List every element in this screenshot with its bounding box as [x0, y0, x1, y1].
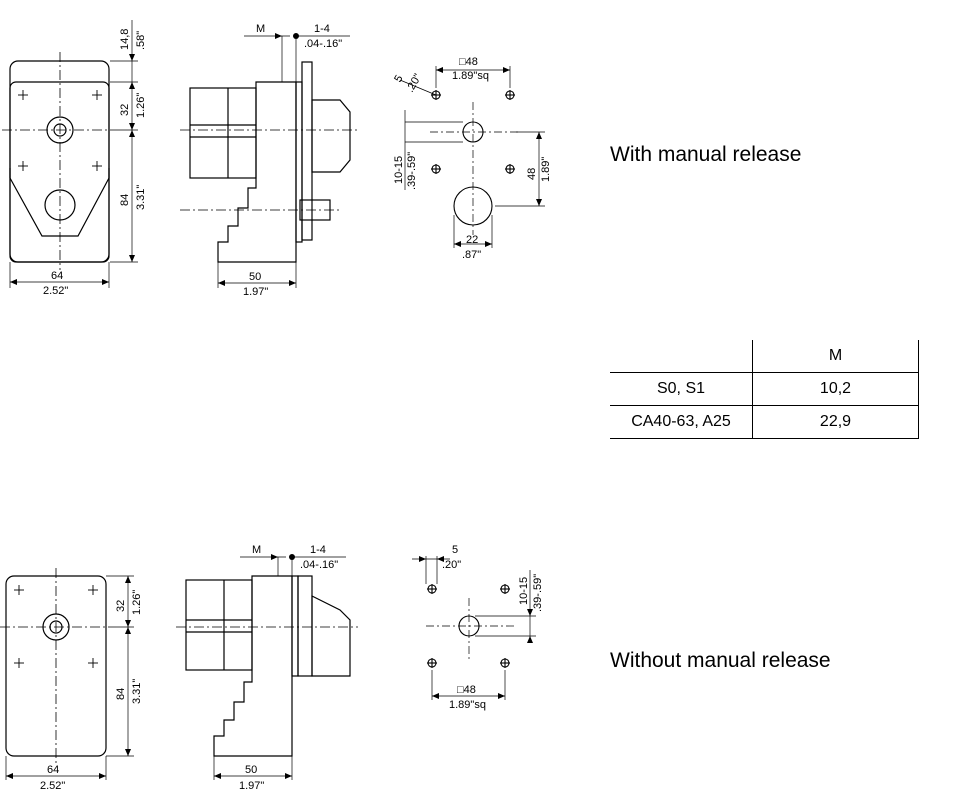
dim-angle-in: .20": [404, 72, 424, 95]
table-header-row: M: [610, 340, 919, 373]
dim-gap-mm-bottom: 1-4: [310, 544, 326, 556]
dim-lower-mm: 84: [119, 194, 131, 206]
side-view-without-release: [176, 575, 358, 757]
dim-gap-in-bottom: .04-.16": [300, 559, 338, 571]
dim-depth-mm: 50: [249, 271, 261, 283]
dim-upper-mm: 32: [119, 104, 131, 116]
dim-hole-in: .87": [462, 249, 481, 261]
dim-top-in: .58": [135, 31, 147, 50]
dim-range-mm: 10-15: [393, 156, 405, 184]
dim-sq-mm: □48: [459, 56, 478, 68]
dim-height-in: 1.89": [540, 157, 552, 182]
dim-width-mm-bottom: 64: [47, 764, 59, 776]
dim-depth-in: 1.97": [243, 286, 268, 298]
table-cell: S0, S1: [610, 372, 753, 406]
dim-top-mm: 14,8: [119, 29, 131, 50]
table-cell: 10,2: [752, 372, 919, 406]
dim-width-mm: 64: [51, 270, 63, 282]
dim-hole-mm: 22: [466, 234, 478, 246]
dim-gap-mm: 1-4: [314, 23, 330, 35]
caption-with-manual-release: With manual release: [610, 143, 802, 166]
dim-upper-mm-bottom: 32: [115, 600, 127, 612]
dim-range-in: .39-.59": [406, 152, 418, 190]
dim-offset-mm: 5: [452, 544, 458, 556]
dim-range-in-bottom: .39-.59": [532, 574, 544, 612]
side-dimensions-top: [217, 33, 350, 288]
table-cell: CA40-63, A25: [610, 405, 753, 439]
dim-lower-mm-bottom: 84: [115, 688, 127, 700]
table-cell: 22,9: [752, 405, 919, 439]
dim-gap-in: .04-.16": [304, 38, 342, 50]
table-header-cell: M: [752, 340, 919, 373]
mounting-pattern-with-release: [430, 90, 520, 235]
dim-height-mm: 48: [526, 168, 538, 180]
dim-upper-in-bottom: 1.26": [131, 590, 143, 615]
front-view-without-release: [0, 568, 134, 780]
m-dimension-table: M S0, S1 10,2 CA40-63, A25 22,9: [610, 340, 919, 439]
table-row: CA40-63, A25 22,9: [610, 405, 919, 439]
side-view-with-release: [180, 61, 358, 263]
dim-angle-mm: 5: [392, 73, 405, 84]
front-view-with-release: [2, 20, 138, 288]
table-header-cell: [610, 340, 753, 373]
table-row: S0, S1 10,2: [610, 372, 919, 406]
dim-sq-in: 1.89"sq: [452, 70, 489, 82]
dim-lower-in: 3.31": [135, 185, 147, 210]
dim-sq-in-bottom: 1.89"sq: [449, 699, 486, 711]
dim-lower-in-bottom: 3.31": [131, 679, 143, 704]
dim-range-mm-bottom: 10-15: [518, 577, 530, 605]
side-dimensions-bottom: [213, 554, 346, 780]
mounting-pattern-without-release: [426, 584, 516, 668]
pattern-dimensions-top: [399, 66, 545, 248]
dim-offset-in: .20": [442, 559, 461, 571]
dim-sq-mm-bottom: □48: [457, 684, 476, 696]
label-m-bottom: M: [252, 544, 261, 556]
pattern-dimensions-bottom: [412, 556, 536, 700]
dim-width-in: 2.52": [43, 285, 68, 297]
dim-width-in-bottom: 2.52": [40, 780, 65, 792]
label-m-top: M: [256, 23, 265, 35]
caption-without-manual-release: Without manual release: [610, 649, 831, 672]
dim-upper-in: 1.26": [135, 93, 147, 118]
dim-depth-mm-bottom: 50: [245, 764, 257, 776]
dim-depth-in-bottom: 1.97": [239, 780, 264, 792]
